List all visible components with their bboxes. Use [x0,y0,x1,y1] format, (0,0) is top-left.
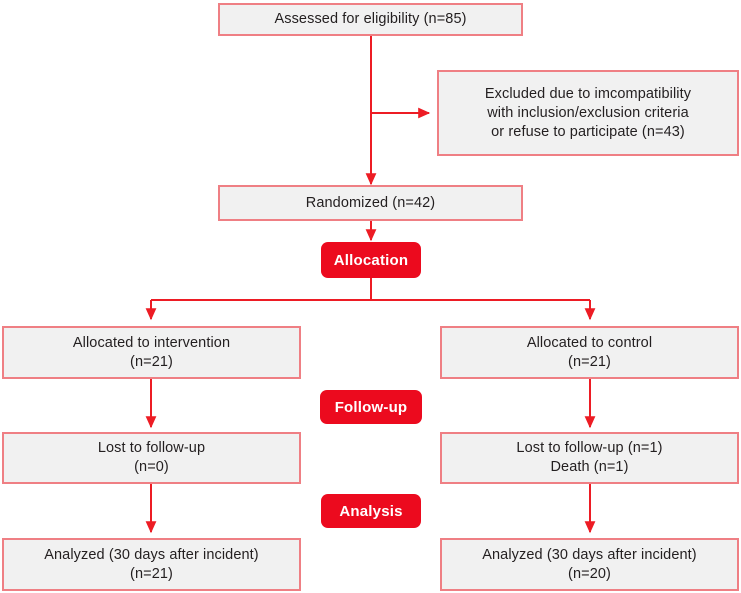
stage-badge-allocation: Allocation [321,242,421,278]
node-allocated-to-control: Allocated to control (n=21) [440,326,739,379]
stage-badge-analysis: Analysis [321,494,421,528]
node-lost-to-followup-intervention: Lost to follow-up (n=0) [2,432,301,484]
connector-allocation-split [145,278,596,321]
node-analyzed-intervention: Analyzed (30 days after incident) (n=21) [2,538,301,591]
node-lost-to-followup-control: Lost to follow-up (n=1) Death (n=1) [440,432,739,484]
stage-badge-followup: Follow-up [320,390,422,424]
node-randomized: Randomized (n=42) [218,185,523,221]
node-assessed-for-eligibility: Assessed for eligibility (n=85) [218,3,523,36]
node-allocated-to-intervention: Allocated to intervention (n=21) [2,326,301,379]
node-excluded: Excluded due to imcompatibility with inc… [437,70,739,156]
node-analyzed-control: Analyzed (30 days after incident) (n=20) [440,538,739,591]
